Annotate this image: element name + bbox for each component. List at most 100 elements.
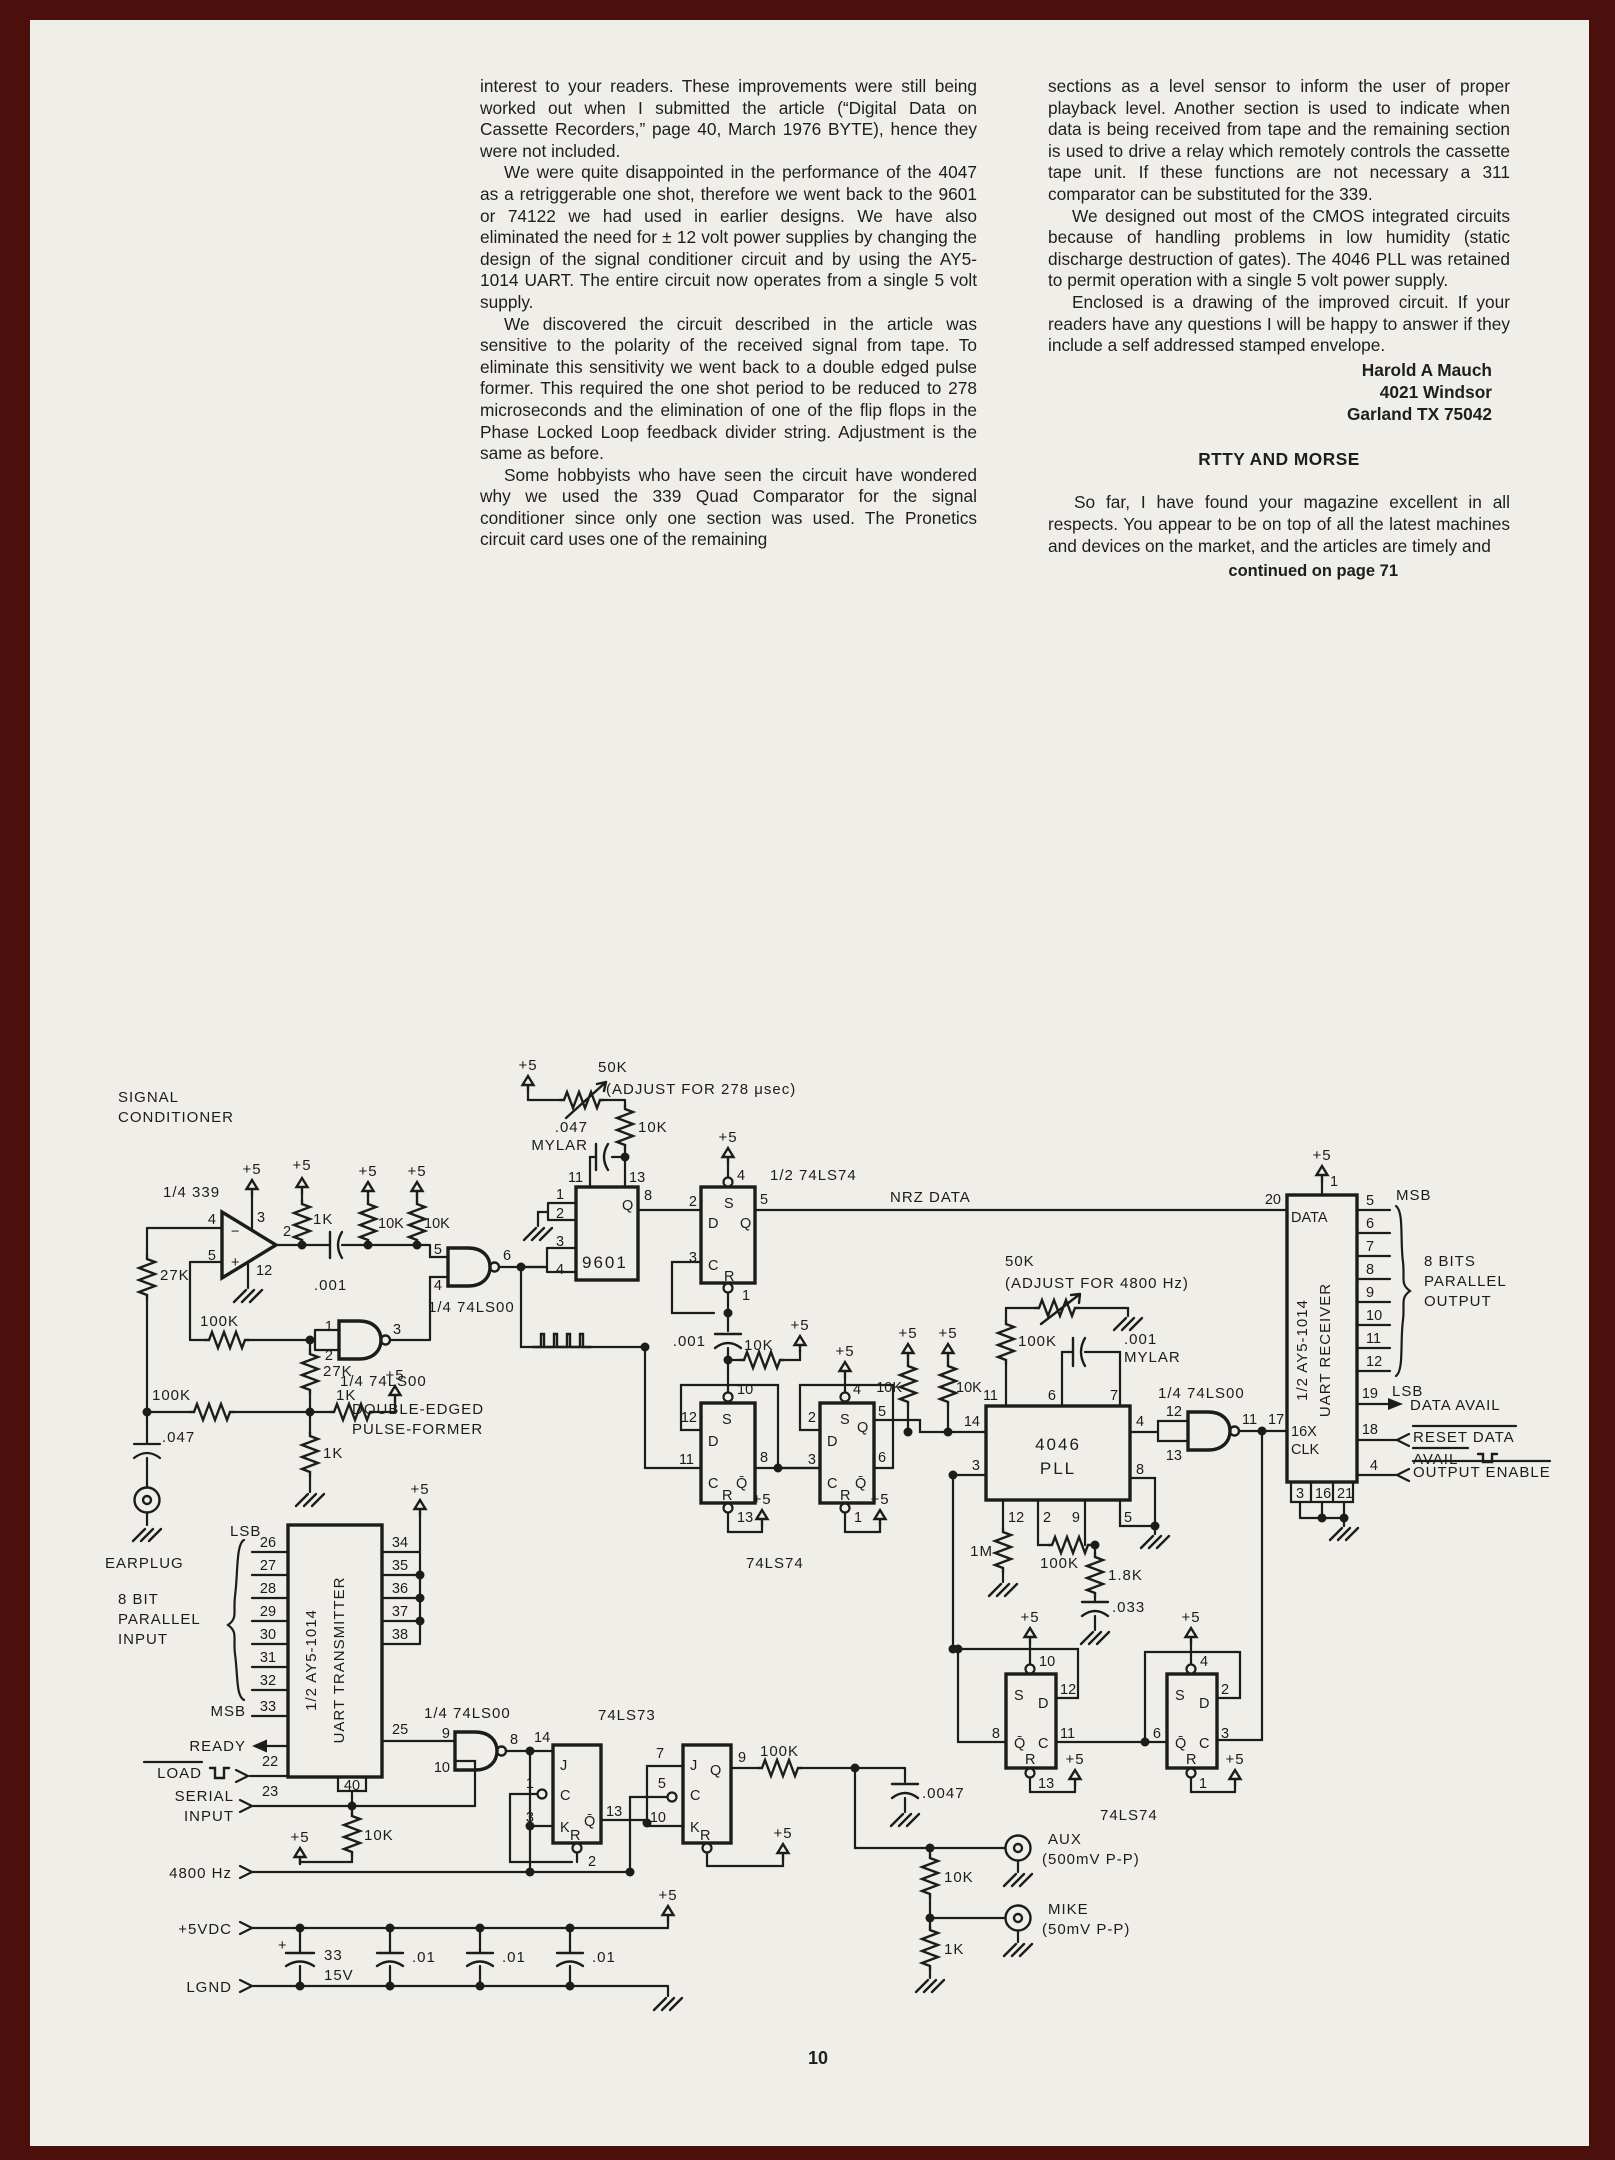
pin-number: 6 — [503, 1248, 511, 1264]
pin-number: 8 — [992, 1726, 1000, 1742]
ff-letter: Q̄ — [736, 1476, 747, 1492]
pin-number: 13 — [606, 1804, 622, 1820]
label-plus5: +5 — [290, 1829, 309, 1846]
resistor-value: 100K — [1040, 1555, 1079, 1572]
ls73-section: 74LS73 J C K R Q̄ 14 1 3 2 13 J C K R Q — [508, 1707, 1007, 1874]
right-column: sections as a level sensor to inform the… — [1048, 76, 1510, 583]
gate-label: 1/4 74LS00 — [428, 1299, 515, 1316]
pin-number: 2 — [1221, 1682, 1229, 1698]
bit-order-label: MSB — [1396, 1187, 1432, 1204]
resistor-value: 10K — [638, 1119, 668, 1136]
pin-number: 33 — [260, 1699, 276, 1715]
pin-number: 13 — [629, 1170, 645, 1186]
pot-note: (ADJUST FOR 278 μsec) — [606, 1081, 796, 1098]
ff-letter: Q — [710, 1763, 721, 1779]
bus-label: OUTPUT — [1424, 1293, 1492, 1310]
plus-input: + — [231, 1255, 239, 1271]
pin-number: 4 — [737, 1168, 745, 1184]
pin-number: 11 — [568, 1170, 583, 1186]
scan-edge-left — [0, 0, 30, 2160]
pin-number: 9 — [738, 1750, 746, 1766]
label-signal: SIGNAL — [118, 1089, 179, 1106]
label-plus5: +5 — [898, 1325, 917, 1342]
label-plus5: +5 — [870, 1491, 889, 1508]
signal-label: DATA AVAIL — [1410, 1397, 1501, 1414]
pin-number: 1 — [854, 1510, 862, 1526]
label-plus5: +5 — [718, 1129, 737, 1146]
pin-number: 23 — [262, 1784, 278, 1800]
pin-number: 11 — [983, 1388, 998, 1404]
ff-letter: R — [570, 1828, 580, 1844]
resistor-value: 27K — [323, 1363, 353, 1380]
scan-edge-bottom — [0, 2146, 1615, 2160]
pin-number: 13 — [1166, 1448, 1182, 1464]
label-plus5: +5 — [1225, 1751, 1244, 1768]
pin-number: 27 — [260, 1558, 276, 1574]
pin-number: 5 — [434, 1242, 442, 1258]
ff-letter: R — [1186, 1752, 1196, 1768]
pin-number: 7 — [1110, 1388, 1118, 1404]
pin-number: 12 — [1366, 1354, 1382, 1370]
pin-number: 17 — [1268, 1412, 1284, 1428]
ff-letter: C — [1199, 1736, 1209, 1752]
resistor-value: 1M — [970, 1543, 993, 1560]
resistor-value: 100K — [760, 1743, 799, 1760]
paragraph: interest to your readers. These improvem… — [480, 76, 977, 161]
ff-letter: J — [690, 1758, 697, 1774]
signal-label: SERIAL — [175, 1788, 234, 1805]
signal-label: READY — [189, 1738, 246, 1755]
ff-letter: R — [1025, 1752, 1035, 1768]
ic-label: 1/2 AY5-1014 — [303, 1609, 320, 1711]
cap-value: 33 — [324, 1947, 343, 1964]
ff-letter: R — [840, 1488, 850, 1504]
ff-letter: D — [1199, 1696, 1209, 1712]
resistor-value: 10K — [364, 1827, 394, 1844]
resistor-value: 100K — [152, 1387, 191, 1404]
rail-label: +5VDC — [178, 1921, 232, 1938]
pin-number: 10 — [650, 1810, 666, 1826]
bit-order-label: LSB — [230, 1523, 261, 1540]
pin-number: 30 — [260, 1627, 276, 1643]
label-plus5: +5 — [292, 1157, 311, 1174]
cap-type: MYLAR — [531, 1137, 588, 1154]
ff-letter: D — [708, 1434, 718, 1450]
pin-number: 3 — [393, 1322, 401, 1338]
cap-value: .01 — [502, 1949, 526, 1966]
bit-order-label: MSB — [210, 1703, 246, 1720]
pin-number: 1 — [325, 1319, 333, 1335]
uart-transmitter-section: 1/2 AY5-1014 UART TRANSMITTER LSB 26 27 … — [118, 1481, 555, 1866]
pin-number: 14 — [964, 1414, 980, 1430]
cap-value: .001 — [673, 1333, 706, 1350]
ff-letter: Q̄ — [855, 1476, 866, 1492]
signal-label: LOAD — [157, 1765, 202, 1782]
gate-label: 1/4 74LS00 — [1158, 1385, 1245, 1402]
jack-label: AUX — [1048, 1831, 1082, 1848]
bus-label: 8 BITS — [1424, 1253, 1476, 1270]
pin-number: 4 — [1370, 1458, 1378, 1474]
left-column: interest to your readers. These improvem… — [480, 76, 977, 551]
brace — [1394, 1204, 1412, 1378]
resistor-value: 1K — [323, 1445, 343, 1462]
ff-letter: D — [1038, 1696, 1048, 1712]
pin-number: 4 — [853, 1382, 861, 1398]
output-letter: Q — [622, 1198, 633, 1214]
label-earplug: EARPLUG — [105, 1555, 184, 1572]
pin-number: 25 — [392, 1722, 408, 1738]
ff-letter: R — [722, 1488, 732, 1504]
brace — [226, 1538, 246, 1702]
pin-number: 16 — [1315, 1486, 1331, 1502]
resistor-value: 10K — [956, 1380, 982, 1396]
label-plus5: +5 — [773, 1825, 792, 1842]
paragraph: sections as a level sensor to inform the… — [1048, 76, 1510, 204]
pin-number: 7 — [1366, 1239, 1374, 1255]
ff-letter: S — [724, 1196, 734, 1212]
pin-number: 6 — [1048, 1388, 1056, 1404]
pin-number: 6 — [878, 1450, 886, 1466]
ic-label: UART RECEIVER — [1317, 1283, 1334, 1417]
pin-number: 40 — [344, 1778, 360, 1794]
paragraph: We were quite disappointed in the perfor… — [480, 162, 977, 312]
pin-number: 8 — [644, 1188, 652, 1204]
jack-label: MIKE — [1048, 1901, 1089, 1918]
